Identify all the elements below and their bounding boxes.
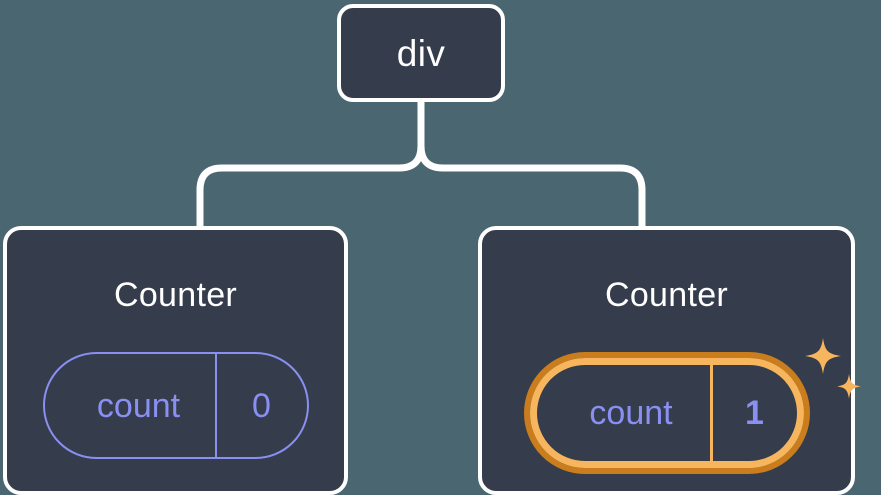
sparkle-large-icon: [804, 338, 841, 374]
state-pill-left-key: count: [45, 354, 217, 457]
state-pill-right-key: count: [537, 365, 713, 461]
node-counter-left-title: Counter: [113, 276, 238, 314]
state-pill-left-value: 0: [252, 386, 271, 425]
node-root-div[interactable]: div: [337, 4, 505, 102]
sparkles-group: [804, 338, 861, 399]
state-pill-right-highlight-ring: count 1: [523, 352, 810, 474]
state-pill-right-wrap: count 1: [523, 338, 861, 474]
state-pill-left[interactable]: count 0: [42, 352, 309, 459]
state-pill-right[interactable]: count 1: [529, 358, 804, 468]
node-counter-left[interactable]: Counter count 0: [3, 226, 348, 495]
sparkle-small-icon: [836, 374, 861, 399]
state-pill-left-wrap: count 0: [42, 352, 309, 459]
state-pill-right-value: 1: [745, 394, 764, 432]
node-counter-right[interactable]: Counter count 1: [478, 226, 861, 495]
node-root-label: div: [396, 32, 446, 74]
node-counter-right-title: Counter: [604, 276, 729, 314]
